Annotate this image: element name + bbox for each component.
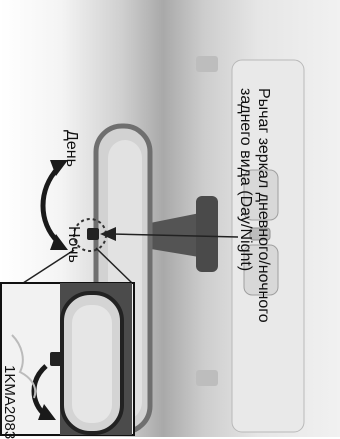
console-clip: [196, 370, 218, 386]
detail-lever: [50, 352, 64, 366]
day-night-lever: [87, 228, 99, 240]
figure-code: 1KMA2083: [1, 365, 18, 439]
day-label: День: [62, 130, 80, 167]
lever-callout-label: Рычаг зеркал дневного/ночного заднего ви…: [235, 88, 272, 323]
detail-mirror-glass: [72, 305, 112, 423]
night-label: Ночь: [64, 226, 82, 263]
console-clip: [196, 56, 218, 72]
callout-line-2: заднего вида (Day/Night): [235, 88, 253, 323]
callout-line-1: Рычаг зеркал дневного/ночного: [254, 88, 272, 323]
day-night-curved-arrow: [43, 168, 58, 242]
mirror-mount: [196, 196, 218, 272]
